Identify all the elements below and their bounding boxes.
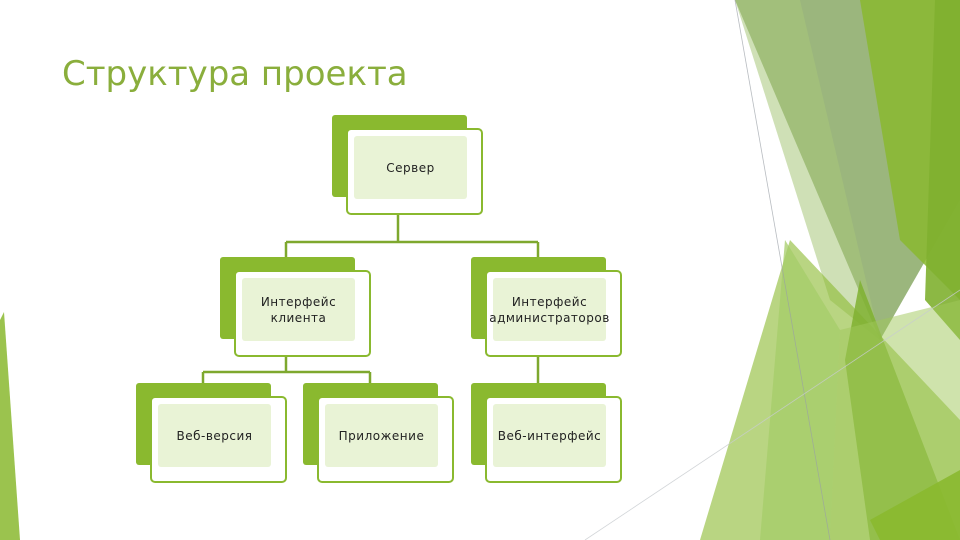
node-label-web-version: Веб-версия <box>176 428 253 443</box>
node-card: Интерфейс клиента <box>234 270 371 357</box>
node-card: Приложение <box>317 396 454 483</box>
node-app: Приложение <box>303 383 455 484</box>
node-card: Сервер <box>346 128 483 215</box>
node-web-interface: Веб-интерфейс <box>471 383 623 484</box>
node-admin-interface: Интерфейс администраторов <box>471 257 623 358</box>
node-card: Веб-интерфейс <box>485 396 622 483</box>
node-card: Интерфейс администраторов <box>485 270 622 357</box>
node-label-admin-interface: Интерфейс администраторов <box>489 294 610 325</box>
node-label-server: Сервер <box>386 160 435 175</box>
node-web-version: Веб-версия <box>136 383 288 484</box>
node-label-app: Приложение <box>338 428 425 443</box>
node-card: Веб-версия <box>150 396 287 483</box>
node-label-client-interface: Интерфейс клиента <box>260 294 337 325</box>
node-client-interface: Интерфейс клиента <box>220 257 372 358</box>
slide-title: Структура проекта <box>62 54 408 94</box>
node-server: Сервер <box>332 115 484 216</box>
node-label-web-interface: Веб-интерфейс <box>497 428 602 443</box>
